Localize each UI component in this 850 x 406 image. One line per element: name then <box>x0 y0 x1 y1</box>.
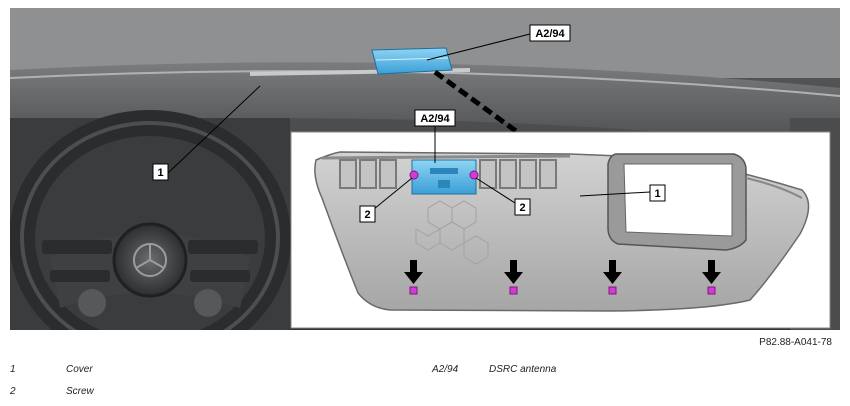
legend-item: 2 Screw <box>0 386 420 400</box>
down-arrow-icon <box>404 260 423 284</box>
legend-text: DSRC antenna <box>489 364 557 375</box>
callout-screw-right: 2 <box>514 198 531 216</box>
down-arrow-icon <box>504 260 523 284</box>
leader-line-screw-left <box>373 177 413 210</box>
figure-code: P82.88-A041-78 <box>759 337 832 348</box>
clip <box>509 286 518 295</box>
cockpit-illustration: A2/94 1 <box>10 8 840 330</box>
callout-antenna-inset: A2/94 <box>414 109 456 127</box>
legend-item: 1 Cover <box>0 364 420 378</box>
detail-inset: A2/94 2 2 1 <box>290 109 831 329</box>
leader-line-screw-right <box>475 177 516 204</box>
callout-screw-left: 2 <box>359 205 376 223</box>
clip <box>409 286 418 295</box>
callout-cover-main-text: 1 <box>157 167 163 179</box>
down-arrow-icon <box>702 260 721 284</box>
callout-screw-right-text: 2 <box>519 202 525 214</box>
callout-cover-inset: 1 <box>649 184 666 202</box>
callout-antenna-inset-text: A2/94 <box>420 113 450 125</box>
legend-text: Cover <box>66 364 93 375</box>
legend-key: 2 <box>10 386 16 397</box>
callout-antenna-main-text: A2/94 <box>535 28 565 40</box>
screw-left <box>409 170 419 180</box>
leader-line-antenna-main <box>426 33 531 61</box>
leader-line-cover-main <box>167 85 261 174</box>
callout-antenna-main: A2/94 <box>529 24 571 42</box>
clip-arrows <box>404 260 721 295</box>
legend-item: A2/94 DSRC antenna <box>0 364 850 378</box>
down-arrow-icon <box>603 260 622 284</box>
leader-line-cover-inset <box>579 191 651 197</box>
dsrc-antenna-inset <box>411 159 477 195</box>
steering-wheel <box>10 110 291 330</box>
legend-key: 1 <box>10 364 16 375</box>
legend-key: A2/94 <box>432 364 459 375</box>
dsrc-antenna-main <box>371 47 453 75</box>
star-emblem-icon <box>133 243 167 277</box>
legend-text: Screw <box>66 386 94 397</box>
callout-cover-main: 1 <box>152 163 169 181</box>
screw-right <box>469 170 479 180</box>
callout-cover-inset-text: 1 <box>654 188 660 200</box>
clip <box>707 286 716 295</box>
clip <box>608 286 617 295</box>
callout-screw-left-text: 2 <box>364 209 370 221</box>
